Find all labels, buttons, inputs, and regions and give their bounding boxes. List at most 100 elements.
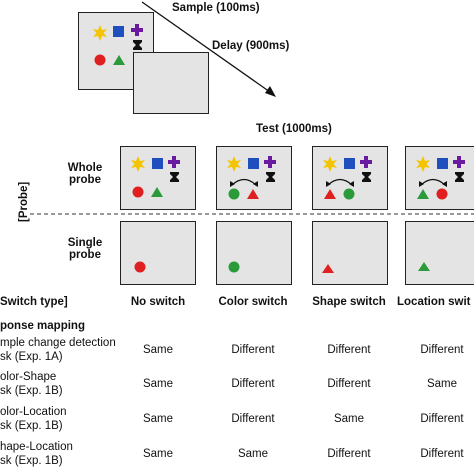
- table-cell: Same: [426, 378, 458, 390]
- circle-icon: [94, 54, 106, 66]
- star-icon: [323, 156, 337, 172]
- circle-icon: [132, 186, 144, 198]
- whole-probe-label: Whole probe: [60, 162, 110, 186]
- table-cell: Different: [327, 378, 371, 390]
- response-mapping-header: ponse mapping: [0, 320, 85, 332]
- square-icon: [344, 158, 355, 169]
- whole-probe-panel-no-switch: [120, 146, 196, 210]
- square-icon: [152, 158, 163, 169]
- single-probe-panel-shape-switch: [312, 221, 388, 285]
- whole-probe-shapes-no-switch: [131, 156, 180, 198]
- circle-icon: [343, 188, 355, 200]
- whole-probe-line1: Whole: [67, 162, 103, 174]
- circle-icon: [134, 261, 146, 273]
- square-icon: [248, 158, 259, 169]
- sample-panel: [78, 12, 154, 90]
- square-icon: [113, 26, 124, 37]
- table-cell: Different: [231, 378, 275, 390]
- hourglass-icon: [133, 40, 142, 50]
- column-header-shape-switch: Shape switch: [312, 296, 386, 308]
- table-cell: Different: [327, 448, 371, 460]
- single-probe-panel-color-switch: [216, 221, 292, 285]
- table-cell: Same: [142, 378, 174, 390]
- circle-icon: [228, 188, 240, 200]
- circle-icon: [228, 261, 240, 273]
- single-probe-label: Single probe: [60, 237, 110, 261]
- hourglass-icon: [362, 172, 371, 182]
- cross-icon: [264, 156, 276, 168]
- whole-probe-line2: probe: [69, 174, 101, 186]
- column-header-color-switch: Color switch: [218, 296, 288, 308]
- triangle-icon: [324, 189, 336, 199]
- star-icon: [93, 25, 107, 41]
- column-header-no-switch: No switch: [130, 296, 186, 308]
- swap-arrow-icon: [420, 178, 446, 186]
- table-cell: Different: [420, 344, 464, 356]
- hourglass-icon: [266, 172, 275, 182]
- whole-probe-shapes-location-switch: [416, 156, 465, 200]
- task-label-row-1: mple change detection sk (Exp. 1A): [0, 336, 116, 364]
- star-icon: [131, 156, 145, 172]
- task-label-row-2: olor-Shape sk (Exp. 1B): [0, 370, 63, 398]
- cross-icon: [453, 156, 465, 168]
- whole-probe-shapes-color-switch: [227, 156, 276, 200]
- task-label-row-2-line1: olor-Shape: [0, 371, 57, 383]
- cross-icon: [131, 24, 143, 36]
- circle-icon: [436, 188, 448, 200]
- timeline-arrow: [141, 1, 276, 97]
- single-probe-line1: Single: [67, 237, 103, 249]
- table-cell: Same: [237, 448, 269, 460]
- single-probe-shape-no-switch: [134, 261, 146, 273]
- table-cell: Different: [231, 413, 275, 425]
- hourglass-icon: [455, 172, 464, 182]
- single-probe-shape-shape-switch: [322, 264, 334, 273]
- table-cell: Same: [142, 448, 174, 460]
- table-cell: Different: [327, 344, 371, 356]
- triangle-icon: [418, 262, 430, 271]
- table-cell: Same: [142, 344, 174, 356]
- single-probe-panel-no-switch: [120, 221, 196, 285]
- single-probe-panel-location-switch: [405, 221, 474, 285]
- table-cell: Same: [333, 413, 365, 425]
- delay-panel: [133, 52, 209, 114]
- cross-icon: [360, 156, 372, 168]
- single-probe-shape-location-switch: [418, 262, 430, 271]
- table-cell: Different: [231, 344, 275, 356]
- star-icon: [416, 156, 430, 172]
- task-label-row-3: olor-Location sk (Exp. 1B): [0, 405, 66, 433]
- sample-shapes: [93, 24, 143, 66]
- triangle-icon: [113, 55, 125, 65]
- swap-arrow-icon: [231, 178, 257, 186]
- whole-probe-panel-location-switch: [405, 146, 474, 210]
- hourglass-icon: [170, 172, 179, 182]
- triangle-icon: [247, 189, 259, 199]
- sample-label: Sample (100ms): [172, 2, 260, 14]
- cross-icon: [168, 156, 180, 168]
- triangle-icon: [417, 189, 429, 199]
- table-cell: Different: [420, 448, 464, 460]
- task-label-row-2-line2: sk (Exp. 1B): [0, 385, 63, 397]
- test-label: Test (1000ms): [256, 123, 332, 135]
- delay-label: Delay (900ms): [212, 40, 290, 52]
- triangle-icon: [151, 187, 163, 197]
- table-cell: Same: [142, 413, 174, 425]
- single-probe-shape-color-switch: [228, 261, 240, 273]
- task-label-row-1-line1: mple change detection: [0, 337, 116, 349]
- single-probe-line2: probe: [69, 249, 101, 261]
- whole-probe-shapes-shape-switch: [323, 156, 372, 200]
- switch-type-header: Switch type]: [0, 296, 68, 308]
- swap-arrow-icon: [327, 178, 353, 186]
- whole-probe-panel-color-switch: [216, 146, 292, 210]
- column-header-location-switch: Location swit: [397, 296, 471, 308]
- triangle-icon: [322, 264, 334, 273]
- task-label-row-4: hape-Location sk (Exp. 1B): [0, 440, 73, 468]
- task-label-row-3-line1: olor-Location: [0, 406, 67, 418]
- task-label-row-3-line2: sk (Exp. 1B): [0, 420, 63, 432]
- task-label-row-4-line1: hape-Location: [0, 441, 73, 453]
- table-cell: Different: [420, 413, 464, 425]
- star-icon: [227, 156, 241, 172]
- square-icon: [437, 158, 448, 169]
- task-label-row-1-line2: sk (Exp. 1A): [0, 351, 63, 363]
- task-label-row-4-line2: sk (Exp. 1B): [0, 455, 63, 467]
